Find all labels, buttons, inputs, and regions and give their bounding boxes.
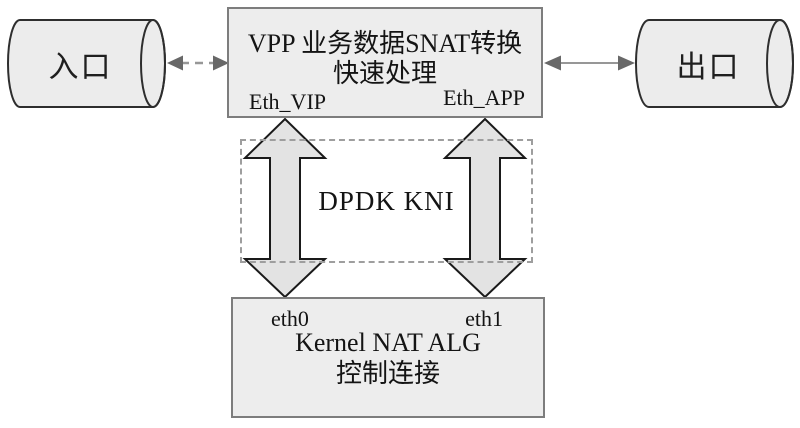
exit-link-left-arrowhead-icon	[544, 55, 561, 71]
exit-link-right-arrowhead-icon	[618, 55, 635, 71]
vpp-snat-title: VPP 业务数据SNAT转换 快速处理	[229, 9, 541, 89]
entrance-label: 入口	[48, 50, 113, 84]
exit-link-arrow	[544, 55, 635, 71]
eth-vip-port-label: Eth_VIP	[249, 89, 326, 114]
vpp-snat-box: VPP 业务数据SNAT转换 快速处理 Eth_VIP Eth_APP	[227, 7, 543, 118]
entrance-link-left-arrowhead-icon	[167, 55, 183, 71]
kernel-nat-alg-box: eth0 eth1 Kernel NAT ALG 控制连接	[231, 297, 545, 418]
entrance-link-right-arrowhead-icon	[213, 55, 229, 71]
eth1-port-label: eth1	[465, 306, 503, 331]
dpdk-kni-label: DPDK KNI	[318, 185, 455, 216]
kernel-nat-alg-title: Kernel NAT ALG 控制连接	[233, 299, 543, 389]
exit-cylinder-face	[766, 19, 794, 108]
exit-label: 出口	[676, 50, 741, 84]
eth0-port-label: eth0	[271, 306, 309, 331]
dpdk-kni-box: DPDK KNI	[240, 139, 533, 263]
kernel-nat-alg-title-line2: 控制连接	[335, 359, 440, 388]
vpp-snat-title-line2: 快速处理	[332, 59, 437, 88]
entrance-link-arrow	[167, 55, 229, 71]
exit-cylinder	[635, 19, 794, 108]
entrance-cylinder	[7, 19, 166, 108]
entrance-cylinder-face	[140, 19, 166, 108]
eth-app-port-label: Eth_APP	[443, 85, 525, 110]
kernel-nat-alg-title-line1: Kernel NAT ALG	[295, 328, 481, 357]
vpp-snat-title-line1: VPP 业务数据SNAT转换	[247, 29, 523, 58]
